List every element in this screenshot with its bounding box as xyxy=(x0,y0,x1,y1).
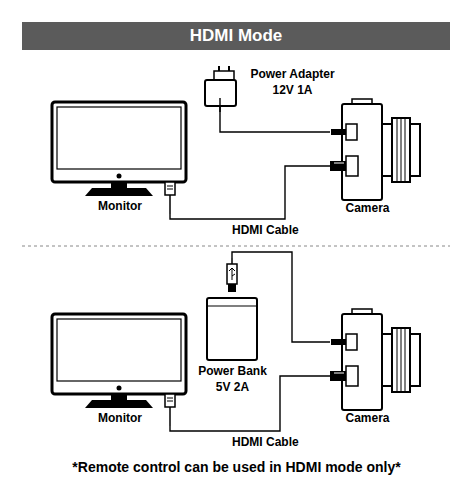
cable xyxy=(170,376,330,431)
monitor: Monitor xyxy=(50,100,190,214)
power-bank-icon xyxy=(227,264,237,284)
node-label: Camera xyxy=(330,410,405,426)
title-band xyxy=(22,22,450,50)
cable xyxy=(232,252,330,342)
power-bank-icon xyxy=(229,268,235,280)
power-adapter-icon xyxy=(214,71,234,80)
cable-label: HDMI Cable xyxy=(230,222,301,238)
power-adapter-icon xyxy=(218,66,220,71)
power-bank-icon xyxy=(207,305,257,306)
node-label: Monitor xyxy=(50,410,190,426)
power-adapter-icon xyxy=(228,66,230,71)
cable xyxy=(220,98,330,132)
node-label: Camera xyxy=(330,200,405,216)
node-label: 5V 2A xyxy=(190,379,275,395)
title: HDMI Mode xyxy=(22,22,450,50)
power-bank-icon xyxy=(228,284,236,292)
power-bank-icon xyxy=(207,298,257,360)
power-bank-icon xyxy=(207,258,257,360)
caption: *Remote control can be used in HDMI mode… xyxy=(0,458,473,476)
node-label: Power Bank xyxy=(190,363,275,379)
node-label: 12V 1A xyxy=(245,82,340,98)
node-label: Monitor xyxy=(50,198,190,214)
node-label: Power Adapter xyxy=(245,66,340,82)
monitor: Monitor xyxy=(50,312,190,426)
cable xyxy=(170,166,330,219)
monitor-icon xyxy=(52,314,186,426)
section-divider xyxy=(22,246,450,247)
power-bank: Power Bank5V 2A xyxy=(190,258,275,395)
camera: Camera xyxy=(330,310,425,426)
camera-icon xyxy=(330,99,420,200)
camera: Camera xyxy=(330,100,425,216)
power-adapter: Power Adapter12V 1A xyxy=(200,62,340,98)
power-bank-icon xyxy=(231,258,233,264)
cable-label: HDMI Cable xyxy=(230,434,301,450)
camera-icon xyxy=(330,309,420,410)
monitor-icon xyxy=(52,102,186,214)
